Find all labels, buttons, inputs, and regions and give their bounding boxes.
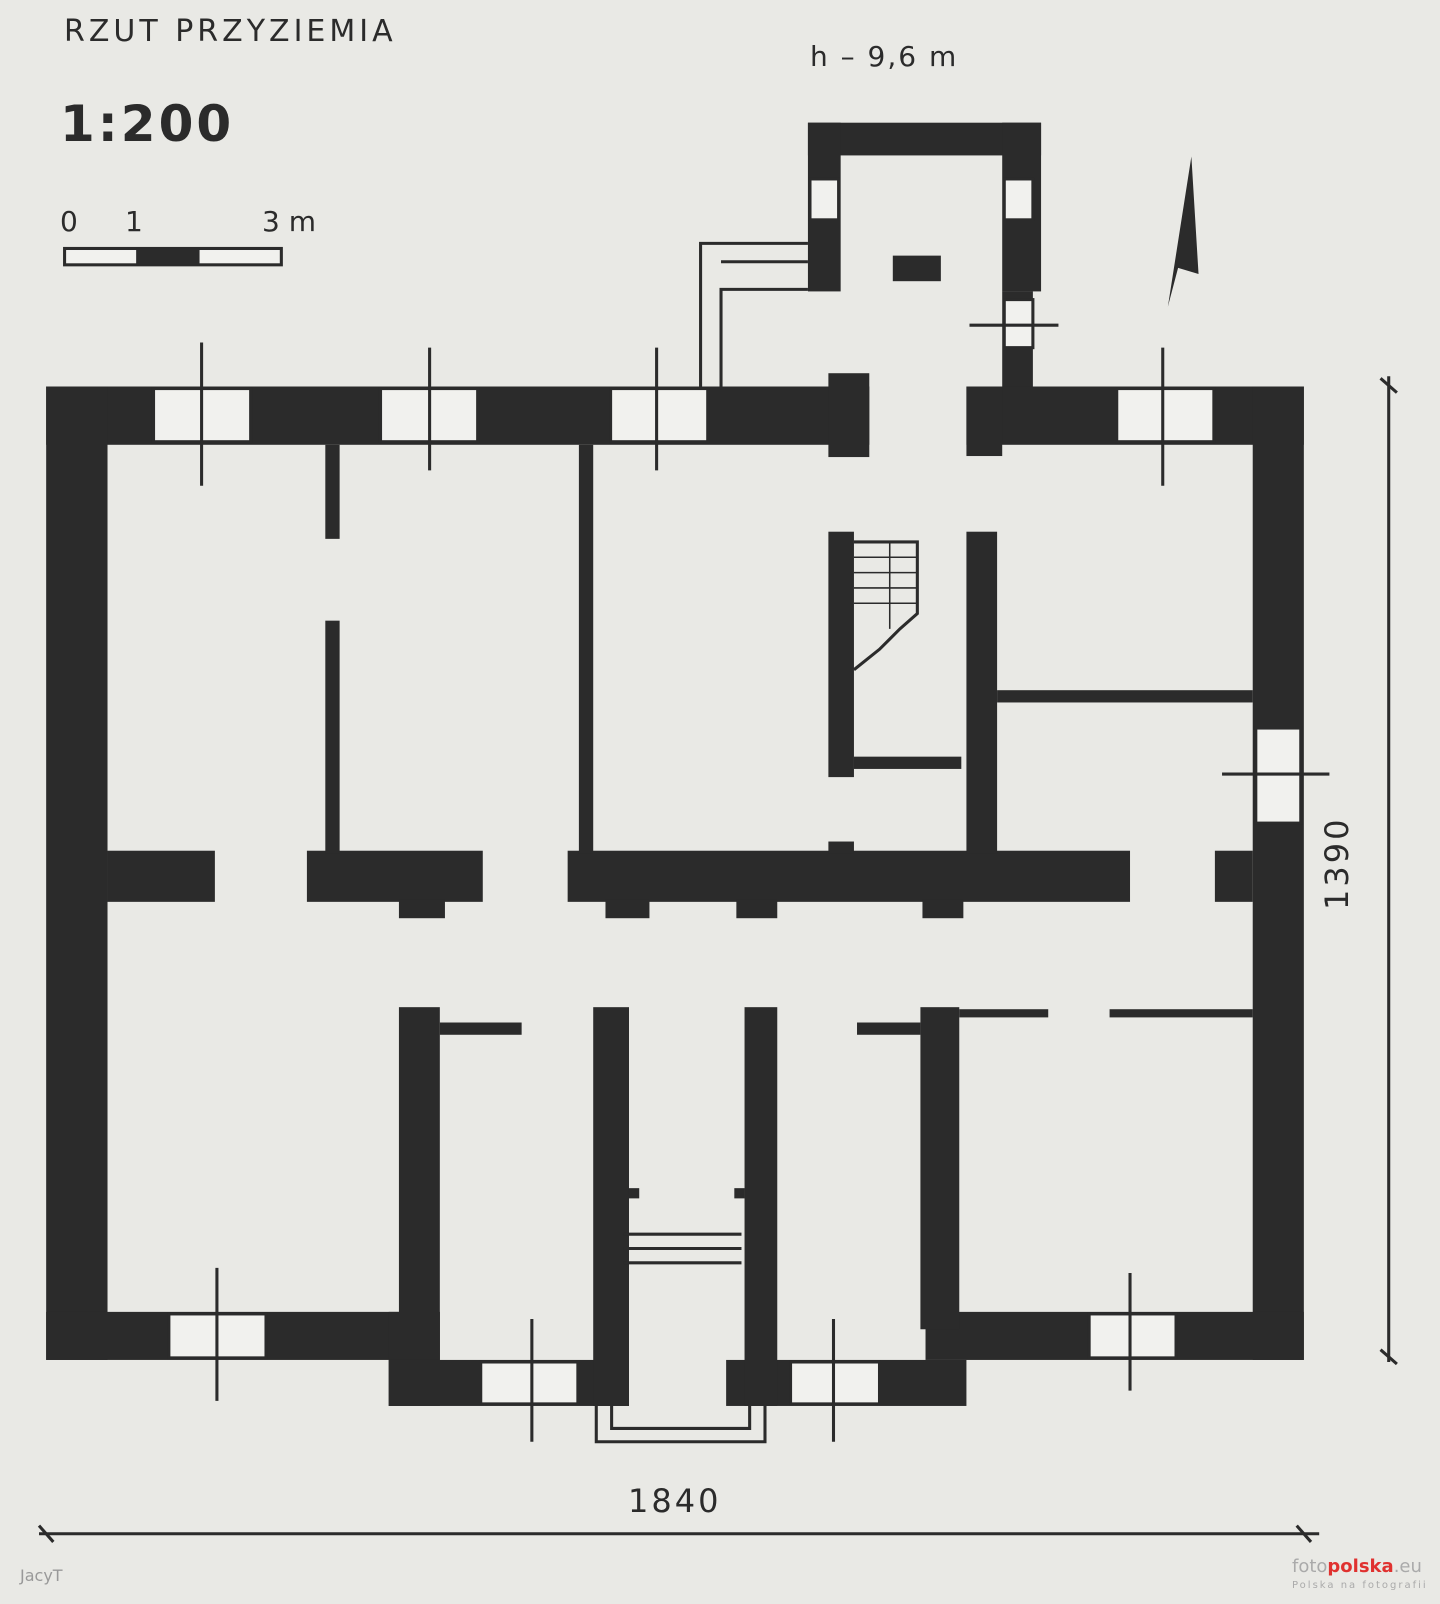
site-brand: polska — [1327, 1556, 1394, 1577]
tower-height: h – 9,6 m — [810, 40, 959, 73]
scale-three: 3 m — [262, 205, 316, 238]
tower — [699, 122, 1059, 389]
dimension-lines — [37, 376, 1398, 1543]
plan-title: RZUT PRZYZIEMIA — [64, 14, 397, 49]
scale-bar — [63, 246, 283, 267]
author-credit: JacyT — [20, 1566, 63, 1585]
scale-label: 1:200 — [60, 95, 235, 153]
scale-one: 1 — [125, 205, 143, 238]
interior-walls — [107, 444, 1253, 1406]
staircase — [594, 540, 919, 1444]
windows — [151, 342, 1330, 1442]
north-arrow-icon — [1167, 156, 1199, 307]
width-dimension: 1840 — [628, 1482, 722, 1520]
site-tagline: Polska na fotografii — [1292, 1580, 1428, 1591]
scale-zero: 0 — [60, 205, 78, 238]
site-logo: fotopolska.eu — [1292, 1556, 1422, 1577]
depth-dimension: 1390 — [1318, 816, 1356, 910]
site-prefix: foto — [1292, 1556, 1328, 1577]
site-suffix: .eu — [1393, 1556, 1422, 1577]
